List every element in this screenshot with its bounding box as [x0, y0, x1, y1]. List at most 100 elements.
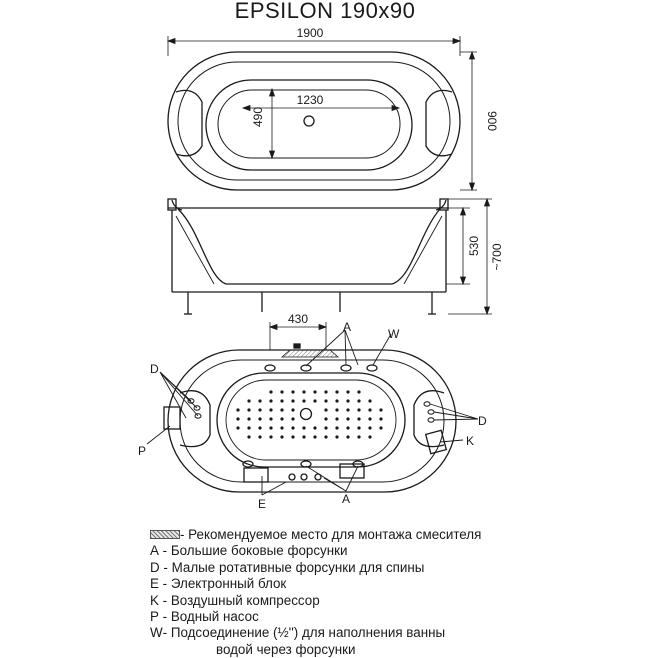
legend-code: D: [150, 559, 160, 575]
legend-item-k: K - Воздушный компрессор: [150, 593, 640, 609]
top-view-basin-floor: [217, 89, 401, 159]
jet-a-bottom-1: [242, 460, 254, 468]
top-view-headrest-right: [425, 89, 453, 157]
dim-inner-width-label: 490: [251, 107, 265, 127]
mixer-hatch-swatch: [150, 529, 180, 539]
air-jet-dot: [335, 435, 339, 439]
top-view-inner-rim: [177, 61, 451, 181]
back-jet-d: [194, 413, 202, 419]
air-jet-dot: [346, 435, 350, 439]
air-jet-dot: [280, 399, 284, 403]
air-jet-dot: [258, 408, 262, 412]
top-view-drain: [303, 115, 315, 127]
legend-item-p: P - Водный насос: [150, 609, 640, 625]
side-view-basin: [177, 208, 441, 285]
legend-item-e: E - Электронный блок: [150, 576, 640, 592]
air-jet-dot: [269, 399, 273, 403]
air-jet-dot: [346, 426, 350, 430]
air-jet-dots: [236, 390, 383, 439]
air-compressor: [424, 429, 448, 455]
dim-depth-label: 530: [467, 236, 481, 256]
air-jet-dot: [357, 408, 361, 412]
legend-code: W: [150, 625, 163, 641]
air-jet-dot: [368, 408, 372, 412]
back-jet-d: [427, 409, 435, 415]
air-jet-dot: [368, 435, 372, 439]
callout-a-top: A: [343, 320, 351, 334]
electronic-block-left: [243, 467, 269, 483]
air-jet-dot: [324, 390, 328, 394]
air-jet-dot: [379, 417, 383, 421]
top-view-basin: [205, 79, 413, 171]
legend-mixer-row: - Рекомендуемое место для монтажа смесит…: [150, 527, 640, 543]
legend-text: - Электронный блок: [162, 576, 287, 592]
air-jet-dot: [269, 426, 273, 430]
panel-button-1: [288, 473, 296, 481]
air-jet-dot: [313, 399, 317, 403]
legend-text: - Малые ротативные форсунки для спины: [163, 559, 425, 575]
air-jet-dot: [269, 435, 273, 439]
water-pump: [163, 406, 181, 430]
air-jet-dot: [291, 426, 295, 430]
legend-text: - Воздушный компрессор: [162, 592, 320, 608]
legend-code: A: [150, 543, 159, 559]
top-view-outer-rim: [167, 51, 461, 191]
air-jet-dot: [313, 390, 317, 394]
air-jet-dot: [258, 435, 262, 439]
air-jet-dot: [247, 399, 251, 403]
air-jet-dot: [324, 435, 328, 439]
side-view-headrest-right: [439, 198, 449, 211]
plan-headrest-left: [179, 390, 211, 448]
air-jet-dot: [357, 426, 361, 430]
air-jet-dot: [313, 435, 317, 439]
jet-a-top-2: [300, 364, 312, 372]
air-jet-dot: [269, 417, 273, 421]
dim-mixer-offset-label: 430: [288, 312, 308, 326]
legend-item-a: A - Большие боковые форсунки: [150, 543, 640, 559]
air-jet-dot: [302, 399, 306, 403]
callout-d-right: D: [478, 414, 487, 428]
top-view: [167, 51, 461, 191]
legend-code: E: [150, 576, 159, 592]
back-jet-d: [187, 398, 195, 404]
air-jet-dot: [324, 408, 328, 412]
air-jet-dot: [335, 390, 339, 394]
legend-text: - Подсоединение (½'') для наполнения ван…: [162, 625, 446, 641]
air-jet-dot: [368, 399, 372, 403]
dim-length-label: 1900: [297, 26, 324, 40]
callout-k: K: [466, 434, 474, 448]
jet-a-top-1: [264, 364, 276, 372]
air-jet-dot: [258, 417, 262, 421]
legend-mixer-text: - Рекомендуемое место для монтажа смесит…: [180, 527, 482, 542]
air-jet-dot: [291, 435, 295, 439]
air-jet-dot: [335, 426, 339, 430]
legend-item-w: W- Подсоединение (½'') для наполнения ва…: [150, 625, 640, 641]
air-jet-dot: [335, 417, 339, 421]
back-jet-d: [193, 405, 201, 411]
air-jet-dot: [379, 408, 383, 412]
air-jet-dot: [280, 435, 284, 439]
legend-code: K: [150, 592, 159, 608]
air-jet-dot: [247, 408, 251, 412]
air-jet-dot: [280, 417, 284, 421]
air-jet-dot: [280, 426, 284, 430]
air-jet-dot: [313, 426, 317, 430]
air-jet-dot: [324, 399, 328, 403]
legend-item-d: D - Малые ротативные форсунки для спины: [150, 560, 640, 576]
mixer-offset-dimension: [268, 322, 328, 350]
equipment-plan: [163, 343, 457, 493]
air-jet-dot: [291, 399, 295, 403]
air-jet-dot: [379, 426, 383, 430]
air-jet-dot: [346, 399, 350, 403]
air-jet-dot: [280, 390, 284, 394]
back-jet-d: [427, 417, 435, 423]
air-jet-dot: [247, 417, 251, 421]
plan-basin: [216, 372, 406, 468]
top-view-dimensions: [166, 36, 477, 192]
jet-w-fill: [366, 364, 378, 372]
air-jet-dot: [335, 408, 339, 412]
jet-a-bottom-2: [300, 460, 312, 468]
air-jet-dot: [247, 435, 251, 439]
air-jet-dot: [302, 435, 306, 439]
